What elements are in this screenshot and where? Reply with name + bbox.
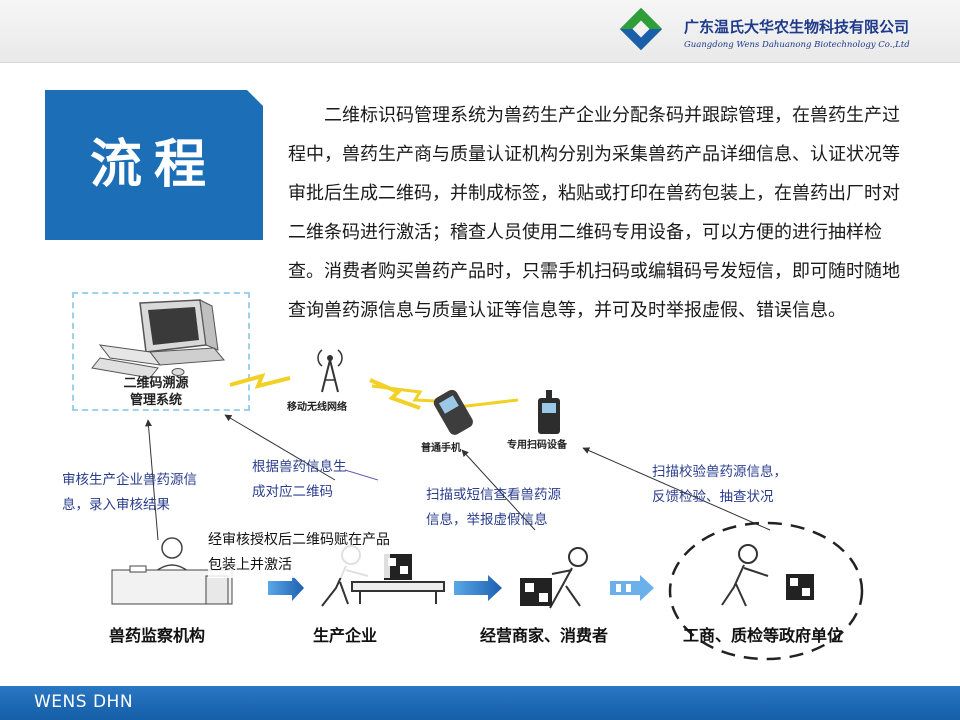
note-verify-line2: 反馈检验、抽查状况 [652,485,787,510]
note-scan-sms-line1: 扫描或短信查看兽药源 [426,483,561,508]
antenna-icon [318,350,342,392]
footer-brand: WENS DHN [34,692,133,712]
computer-icon [92,300,224,378]
qr-box-icon [520,578,552,606]
note-scan-sms-line2: 信息，举报虚假信息 [426,508,561,533]
note-generate: 根据兽药信息生 成对应二维码 [252,455,347,505]
system-label-line1: 二维码溯源 [113,375,199,392]
footer-bar [0,686,960,720]
phone-label: 普通手机 [421,439,461,454]
note-verify-line1: 扫描校验兽药源信息， [652,460,787,485]
wireless-signal-icons [230,376,518,408]
note-generate-line2: 成对应二维码 [252,480,347,505]
node-vet-inspection: 兽药监察机构 [109,622,205,646]
scanner-label: 专用扫码设备 [507,436,567,451]
note-review: 审核生产企业兽药源信 息，录入审核结果 [62,468,197,518]
main-flow-arrows [268,575,654,601]
node-government: 工商、质检等政府单位 [683,622,843,646]
scanner-device-icon [538,390,560,434]
node-manufacturer: 生产企业 [313,622,377,646]
note-generate-line1: 根据兽药信息生 [252,455,347,480]
system-label: 二维码溯源 管理系统 [113,375,199,409]
note-authorize: 经审核授权后二维码赋在产品 包装上并激活 [208,528,390,578]
node-merchants-consumers: 经营商家、消费者 [480,622,608,646]
note-review-line1: 审核生产企业兽药源信 [62,468,197,493]
note-verify: 扫描校验兽药源信息， 反馈检验、抽查状况 [652,460,787,510]
system-label-line2: 管理系统 [113,392,199,409]
note-authorize-line1: 经审核授权后二维码赋在产品 [208,528,390,553]
note-scan-sms: 扫描或短信查看兽药源 信息，举报虚假信息 [426,483,561,533]
note-authorize-line2: 包装上并激活 [208,553,390,578]
network-label: 移动无线网络 [287,398,347,413]
note-review-line2: 息，录入审核结果 [62,493,197,518]
consumer-figure [550,548,587,608]
inspector-figure [722,545,768,606]
mobile-phone-icon [432,388,476,437]
qr-code-icon [786,574,814,600]
